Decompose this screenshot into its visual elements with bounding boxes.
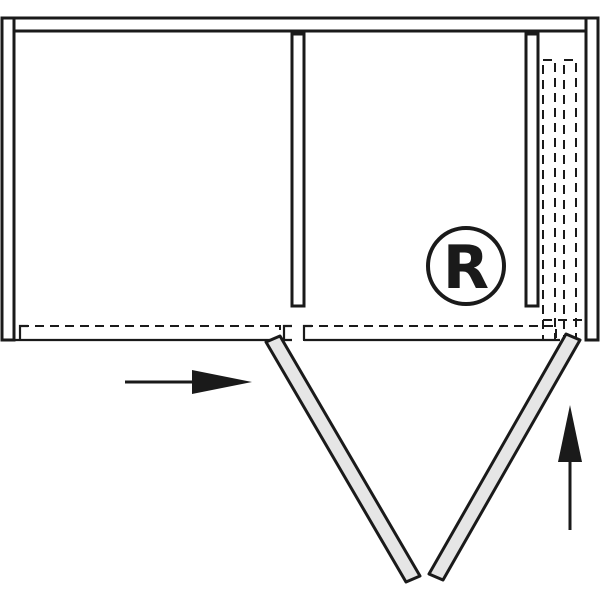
left-base-bracket [18, 324, 28, 340]
cabinet-top-panel [12, 16, 588, 33]
closed-door-right-outline [303, 325, 557, 341]
arrow-right-icon [125, 370, 252, 394]
stacked-door-outline-2 [563, 59, 577, 341]
middle-base-bracket-left [282, 324, 292, 340]
side-mark-label: R [443, 233, 489, 303]
stacked-door-outline-1 [542, 59, 556, 341]
right-inner-divider [524, 32, 540, 308]
side-mark-badge: R [426, 226, 506, 306]
folding-door-right-panel [427, 332, 582, 582]
middle-base-bracket-right [302, 324, 312, 340]
side-mark-circle [426, 226, 506, 306]
arrow-up-icon [558, 405, 582, 530]
folding-door-left-panel [264, 334, 422, 584]
closed-door-left-outline [19, 325, 281, 341]
middle-divider [290, 32, 306, 308]
cabinet-left-wall [0, 16, 16, 342]
cabinet-right-wall [584, 16, 600, 342]
